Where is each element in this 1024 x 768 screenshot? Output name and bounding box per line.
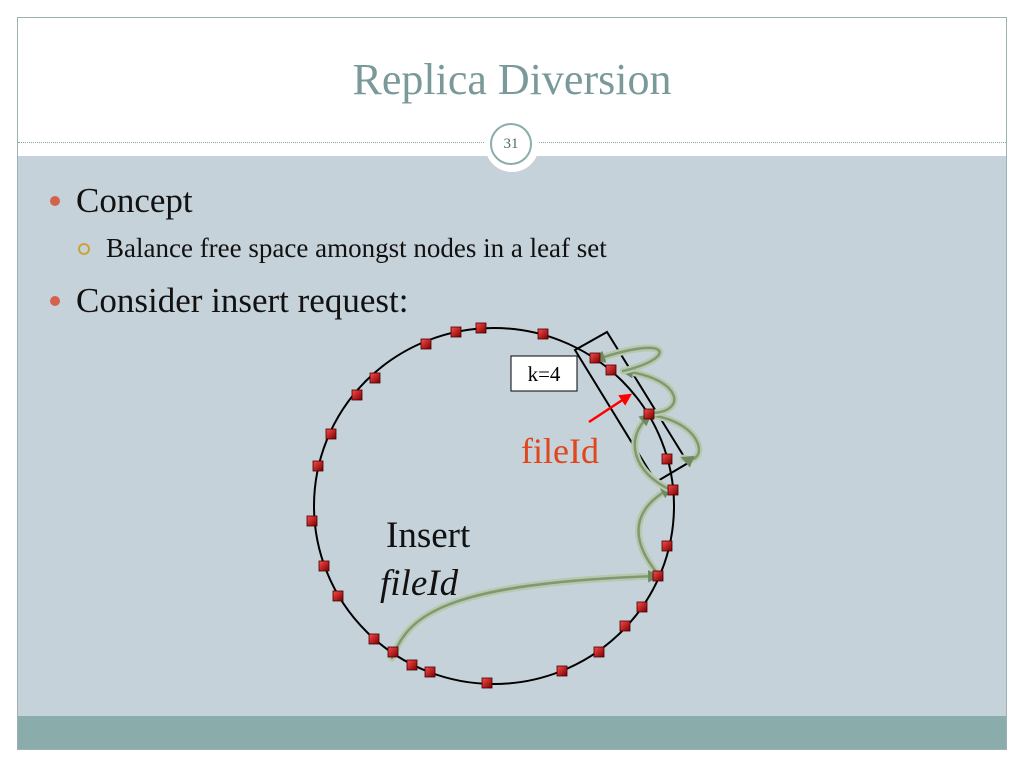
overlay-ring [313, 327, 675, 685]
sub-bullet-balance: Balance free space amongst nodes in a le… [106, 233, 607, 263]
ring-node [332, 590, 344, 602]
ring-node [450, 326, 462, 338]
ring-node [481, 677, 493, 689]
ring-node [420, 338, 432, 350]
fileid-pointer-arrow [588, 393, 633, 424]
diversion-arrows [388, 344, 703, 662]
ring-node [652, 570, 664, 582]
bullet-concept: Concept [76, 181, 193, 220]
ring-node [325, 428, 337, 440]
ring-node [475, 322, 487, 334]
ring-node [661, 540, 673, 552]
slide-number-badge: 31 [485, 118, 539, 172]
k-label: k=4 [528, 362, 561, 386]
insert-fileid-label: fileId [380, 563, 459, 604]
ring-diagram: k=4 fileId Insert fileId [306, 322, 703, 689]
ring-nodes [306, 322, 679, 689]
ring-node [351, 389, 363, 401]
ring-node [306, 515, 318, 527]
ring-node [593, 646, 605, 658]
bullet-insert-request: Consider insert request: [76, 281, 409, 320]
bullet-dot-icon [50, 296, 60, 306]
ring-node [619, 620, 631, 632]
insert-label: Insert [386, 515, 471, 556]
sub-bullet-ring-icon [78, 243, 90, 255]
bullet-dot-icon [50, 196, 60, 206]
ring-node [368, 633, 380, 645]
footer-bar [18, 716, 1006, 749]
ring-node [661, 453, 673, 465]
ring-node [312, 460, 324, 472]
ring-node [636, 601, 648, 613]
ring-node [424, 666, 436, 678]
ring-node [589, 352, 601, 364]
k-label-box [510, 355, 578, 392]
slide-title: Replica Diversion [352, 55, 672, 104]
ring-node [406, 659, 418, 671]
content-area [18, 156, 1006, 716]
ring-node [387, 646, 399, 658]
ring-node [556, 665, 568, 677]
fileid-label: fileId [521, 431, 599, 471]
ring-node [667, 484, 679, 496]
ring-node [605, 364, 617, 376]
ring-node [643, 408, 655, 420]
slide-frame: Replica Diversion 31 Concept Balance fre… [17, 17, 1007, 750]
ring-node [369, 372, 381, 384]
ring-node [537, 328, 549, 340]
ring-node [318, 560, 330, 572]
slide-number: 31 [490, 123, 532, 165]
